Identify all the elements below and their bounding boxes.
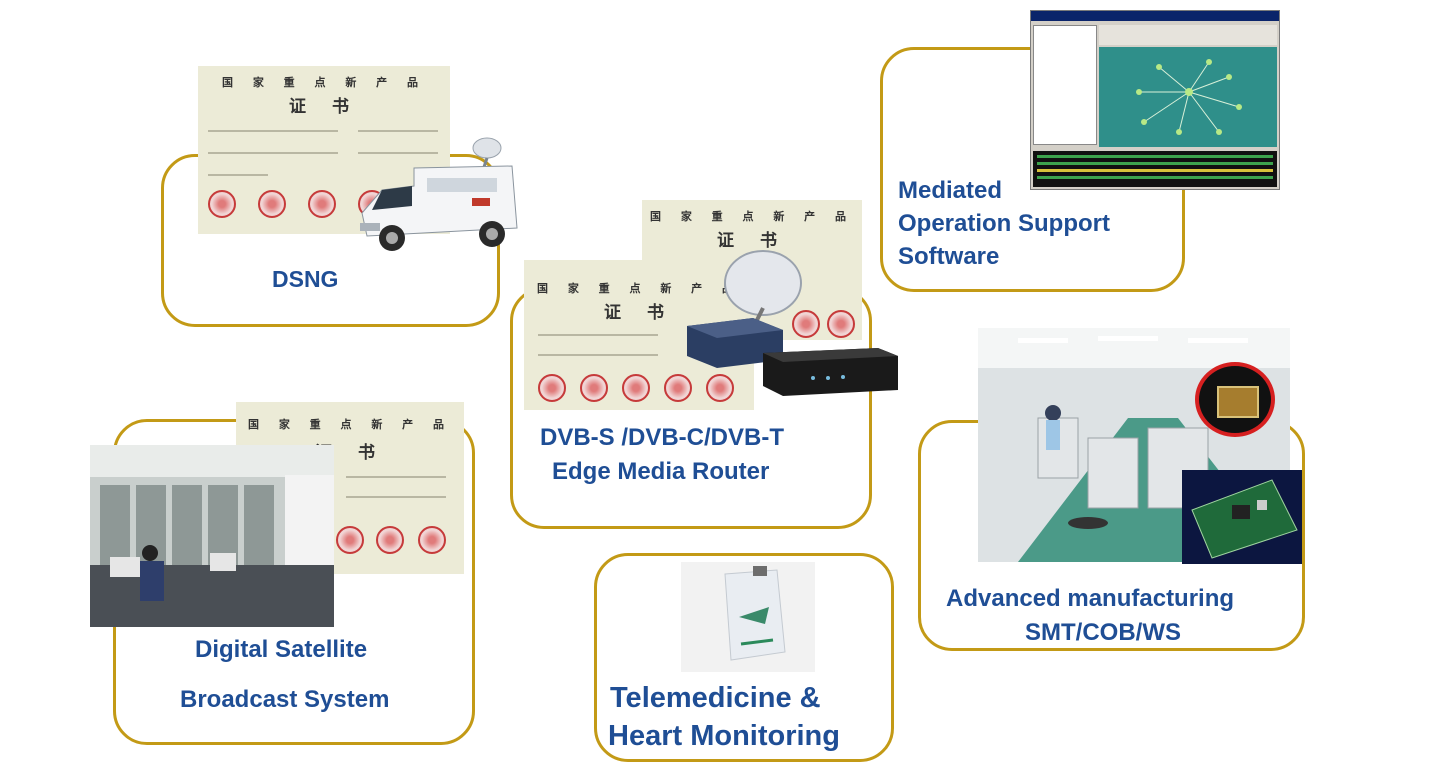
circuit-board-photo — [1182, 470, 1302, 564]
certificate-title: 国 家 重 点 新 产 品 — [222, 76, 426, 89]
seal-icon — [308, 190, 336, 218]
satellite-label-line1: Digital Satellite — [195, 636, 368, 663]
seal-icon — [706, 374, 734, 402]
seal-icon — [827, 310, 855, 338]
seal-icon — [376, 526, 404, 554]
seal-icon — [208, 190, 236, 218]
nms-label-line3: Software — [898, 243, 1000, 270]
control-room-photo — [90, 445, 334, 627]
heart-monitor-device-photo — [681, 562, 815, 672]
telemedicine-label-line2: Heart Monitoring — [608, 720, 840, 752]
certificate-subtitle: 证 书 — [289, 97, 359, 117]
seal-icon — [258, 190, 286, 218]
dsng-certificate: 国 家 重 点 新 产 品 证 书 — [198, 66, 450, 234]
seal-icon — [622, 374, 650, 402]
seal-icon — [538, 374, 566, 402]
dvb-label-line2: Edge Media Router — [552, 458, 770, 485]
satellite-dish-and-router-icon — [687, 250, 898, 396]
chip-closeup — [1195, 362, 1275, 437]
seal-icon — [792, 310, 820, 338]
seal-icon — [336, 526, 364, 554]
dsng-label: DSNG — [272, 266, 339, 292]
seal-icon — [418, 526, 446, 554]
telemedicine-label-line1: Telemedicine & — [610, 682, 821, 714]
seal-icon — [580, 374, 608, 402]
satellite-van-icon — [360, 137, 518, 251]
manufacturing-label-line1: Advanced manufacturing — [946, 585, 1235, 612]
seal-icon — [664, 374, 692, 402]
nms-label-line2: Operation Support — [898, 210, 1110, 237]
manufacturing-label-line2: SMT/COB/WS — [1025, 619, 1181, 646]
satellite-label-line2: Broadcast System — [180, 686, 390, 713]
nms-screenshot — [1030, 10, 1280, 190]
dvb-label-line1: DVB-S /DVB-C/DVB-T — [540, 424, 784, 451]
nms-label-line1: Mediated — [898, 177, 1003, 204]
